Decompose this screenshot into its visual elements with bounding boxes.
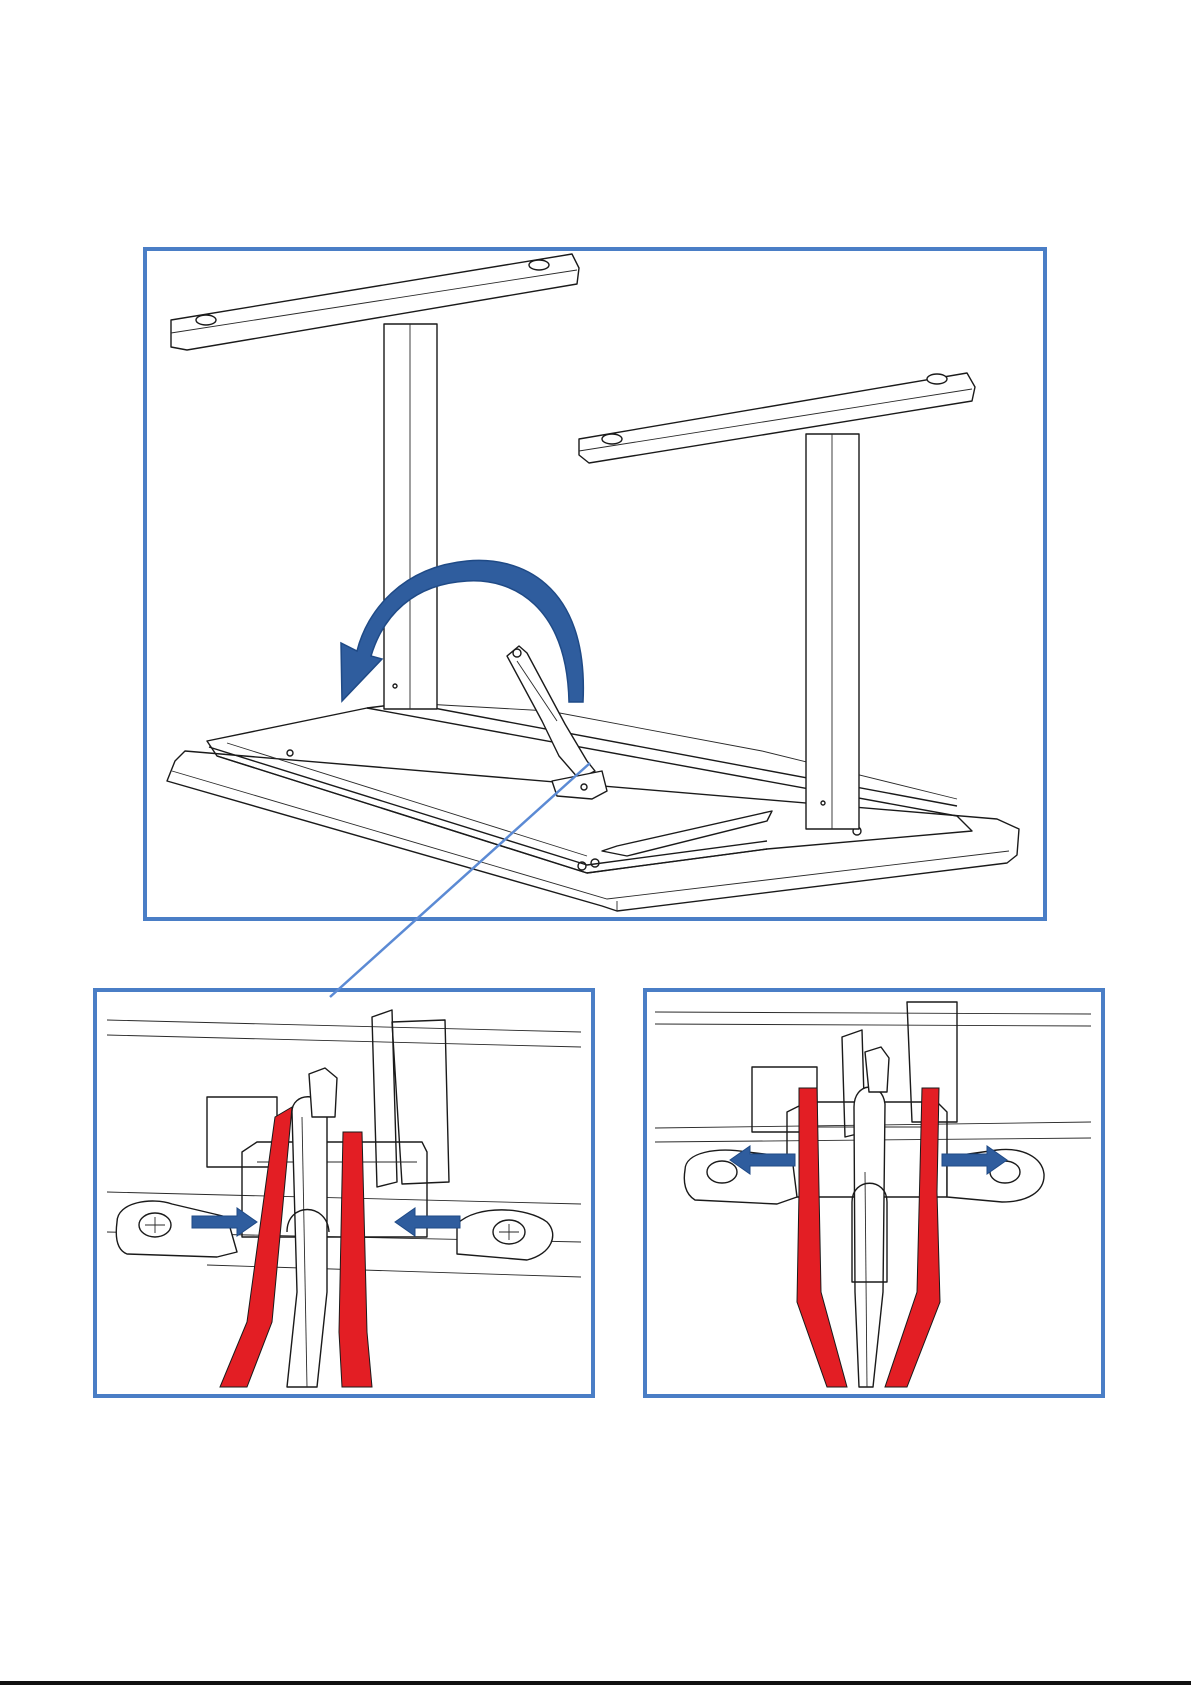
table-frame-drawing (147, 251, 1043, 917)
latch-lever-detail (287, 1068, 337, 1387)
detail-panel-closed (93, 988, 595, 1398)
page-bottom-rule (0, 1681, 1191, 1685)
latch-closed-drawing (97, 992, 591, 1394)
leg-front (579, 373, 975, 829)
overview-panel (143, 247, 1047, 921)
screw-right (457, 1210, 553, 1260)
latch-lever-detail (852, 1047, 889, 1387)
detail-panel-open (643, 988, 1105, 1398)
screw-left (116, 1201, 237, 1257)
rotate-arrow-icon (341, 560, 583, 702)
latch-open-drawing (647, 992, 1101, 1394)
latch-lever (507, 646, 607, 799)
